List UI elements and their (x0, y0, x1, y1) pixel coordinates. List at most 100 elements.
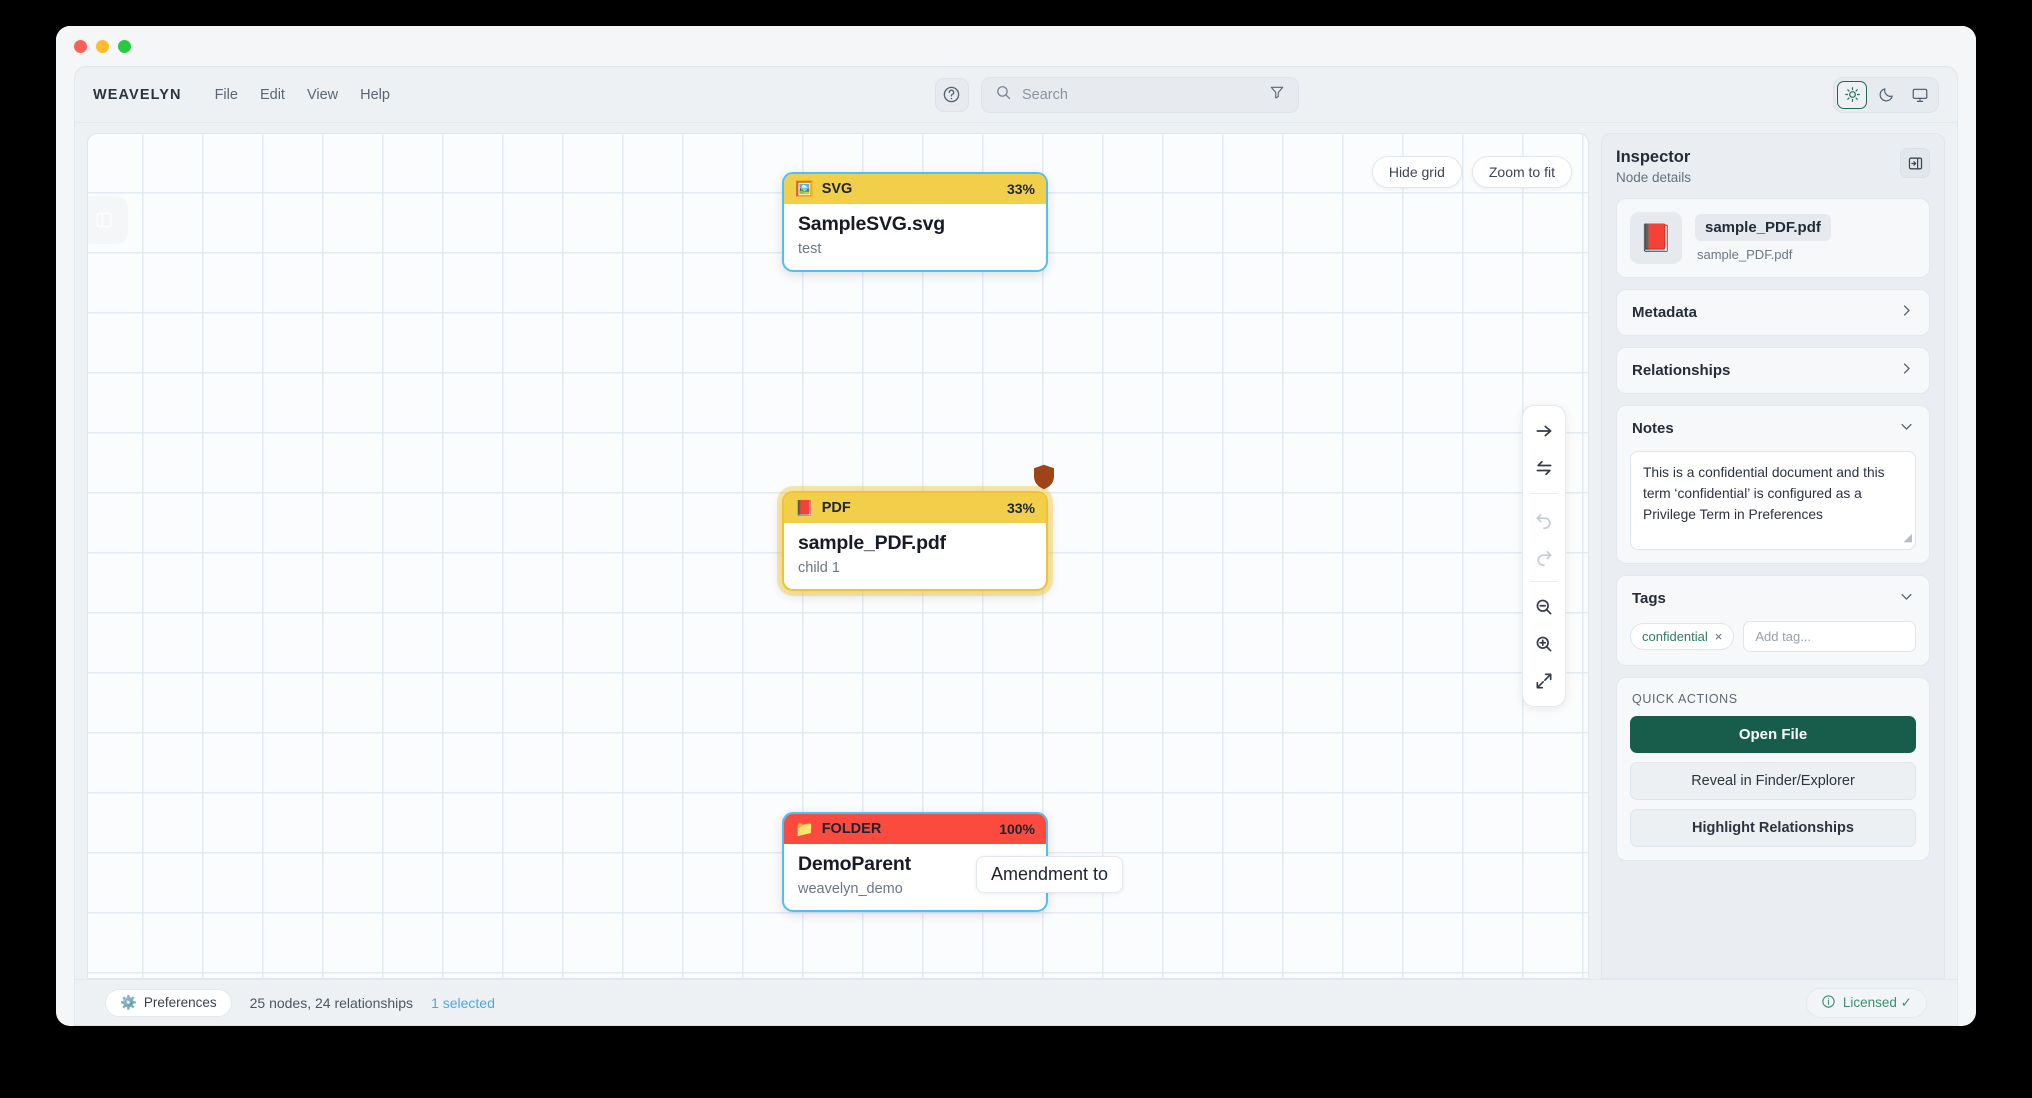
chevron-down-icon (1899, 589, 1914, 608)
fullscreen-icon[interactable] (1527, 664, 1561, 698)
add-tag-input[interactable]: Add tag... (1743, 621, 1916, 652)
undo-icon[interactable] (1527, 502, 1561, 536)
gear-icon: ⚙️ (120, 994, 137, 1010)
folder-icon: 📁 (795, 820, 814, 838)
graph-canvas[interactable]: Hide grid Zoom to fit 🖼️ SVG 33% SampleS… (87, 133, 1589, 979)
app-body: Hide grid Zoom to fit 🖼️ SVG 33% SampleS… (75, 123, 1957, 979)
license-badge[interactable]: Licensed ✓ (1805, 987, 1927, 1018)
node-type-label: PDF (821, 500, 851, 516)
remove-tag-icon[interactable]: × (1714, 629, 1723, 644)
resize-handle-icon[interactable]: ◢ (1903, 532, 1912, 545)
redo-icon[interactable] (1527, 539, 1561, 573)
node-header: 📁 FOLDER 100% (784, 814, 1046, 844)
menu-file[interactable]: File (214, 86, 238, 103)
window-close-button[interactable] (74, 39, 87, 53)
graph-node-pdf[interactable]: 📕 PDF 33% sample_PDF.pdf child 1 (782, 491, 1048, 591)
menu-view[interactable]: View (306, 86, 339, 103)
tool-separator (1531, 493, 1557, 494)
privilege-shield-icon[interactable] (1033, 464, 1055, 490)
reveal-in-finder-button[interactable]: Reveal in Finder/Explorer (1630, 762, 1916, 800)
open-file-button[interactable]: Open File (1630, 716, 1916, 753)
quick-actions-card: QUICK ACTIONS Open File Reveal in Finder… (1616, 677, 1930, 861)
node-percent: 33% (1006, 500, 1035, 516)
tool-separator (1531, 581, 1557, 582)
node-body: SampleSVG.svg test (784, 204, 1046, 270)
section-label: Notes (1632, 420, 1674, 437)
app-shell: WEAVELYN File Edit View Help (74, 66, 1958, 1026)
graph-node-folder[interactable]: 📁 FOLDER 100% DemoParent weavelyn_demo (782, 812, 1048, 912)
section-header[interactable]: Metadata (1617, 290, 1929, 335)
chevron-right-icon (1899, 303, 1914, 322)
node-subtitle: weavelyn_demo (798, 881, 903, 897)
section-label: Metadata (1632, 304, 1698, 321)
canvas-panel-toggle[interactable] (88, 196, 128, 244)
toolbar-center-group: Search (401, 76, 1833, 113)
license-label: Licensed ✓ (1842, 994, 1912, 1010)
node-body: sample_PDF.pdf child 1 (784, 523, 1046, 589)
inspector-subtitle: Node details (1616, 170, 1692, 185)
preferences-label: Preferences (143, 995, 217, 1010)
search-icon (995, 84, 1012, 106)
pdf-file-icon: 📕 (1630, 212, 1682, 264)
node-type-label: FOLDER (821, 821, 882, 837)
node-subtitle: test (798, 241, 822, 257)
section-relationships[interactable]: Relationships (1616, 347, 1930, 394)
highlight-relationships-button[interactable]: Highlight Relationships (1630, 809, 1916, 847)
selection-count: 1 selected (431, 994, 495, 1011)
graph-counts: 25 nodes, 24 relationships (249, 994, 414, 1011)
edge-label-amendment[interactable]: Amendment to (976, 856, 1124, 893)
graph-node-svg[interactable]: 🖼️ SVG 33% SampleSVG.svg test (782, 172, 1048, 272)
tag-chip-confidential[interactable]: confidential × (1630, 623, 1735, 650)
image-file-icon: 🖼️ (795, 180, 814, 198)
node-percent: 100% (999, 821, 1035, 837)
canvas-top-buttons: Hide grid Zoom to fit (1371, 156, 1572, 188)
node-percent: 33% (1006, 181, 1035, 197)
swap-direction-icon[interactable] (1527, 451, 1561, 485)
tags-row: confidential × Add tag... (1617, 621, 1929, 665)
inspector-panel: Inspector Node details 📕 sample_PDF.pdf (1601, 133, 1945, 979)
node-preview: 📕 sample_PDF.pdf sample_PDF.pdf (1617, 199, 1929, 277)
theme-light-button[interactable] (1837, 80, 1867, 109)
direction-arrow-icon[interactable] (1527, 414, 1561, 448)
node-type-label: SVG (821, 181, 853, 197)
collapse-panel-icon[interactable] (1900, 148, 1930, 178)
zoom-out-icon[interactable] (1527, 590, 1561, 624)
section-notes: Notes This is a confidential document an… (1616, 405, 1930, 564)
menu-edit[interactable]: Edit (259, 86, 285, 103)
node-title: sample_PDF.pdf (798, 532, 946, 554)
status-bar: ⚙️ Preferences 25 nodes, 24 relationship… (75, 979, 1957, 1025)
zoom-to-fit-button[interactable]: Zoom to fit (1471, 156, 1572, 188)
search-placeholder: Search (1021, 86, 1068, 103)
search-input[interactable]: Search (980, 76, 1299, 113)
section-header[interactable]: Tags (1617, 576, 1929, 621)
notes-textarea[interactable]: This is a confidential document and this… (1630, 451, 1916, 550)
section-tags: Tags confidential × Add tag... (1616, 575, 1930, 666)
theme-system-button[interactable] (1905, 81, 1935, 109)
chevron-right-icon (1899, 361, 1914, 380)
theme-dark-button[interactable] (1871, 81, 1901, 109)
zoom-in-icon[interactable] (1527, 627, 1561, 661)
preferences-button[interactable]: ⚙️ Preferences (105, 988, 232, 1017)
edge-layer (88, 134, 388, 284)
inspector-title: Inspector (1616, 148, 1691, 166)
node-subtitle: child 1 (798, 560, 840, 576)
section-metadata[interactable]: Metadata (1616, 289, 1930, 336)
pdf-file-icon: 📕 (795, 499, 814, 517)
preview-node-path: sample_PDF.pdf (1697, 247, 1793, 262)
app-toolbar: WEAVELYN File Edit View Help (75, 67, 1957, 123)
quick-actions-label: QUICK ACTIONS (1632, 692, 1738, 706)
canvas-tool-rail (1522, 405, 1566, 707)
node-title: DemoParent (798, 853, 911, 875)
inspector-header: Inspector Node details (1616, 148, 1930, 185)
section-header[interactable]: Relationships (1617, 348, 1929, 393)
section-header[interactable]: Notes (1617, 406, 1929, 451)
window-minimize-button[interactable] (96, 39, 109, 53)
node-header: 🖼️ SVG 33% (784, 174, 1046, 204)
hide-grid-button[interactable]: Hide grid (1371, 156, 1462, 188)
help-button[interactable] (934, 77, 969, 112)
node-preview-card[interactable]: 📕 sample_PDF.pdf sample_PDF.pdf (1616, 198, 1930, 278)
menu-help[interactable]: Help (360, 86, 390, 103)
window-maximize-button[interactable] (118, 39, 131, 53)
node-header: 📕 PDF 33% (784, 493, 1046, 523)
filter-icon[interactable] (1269, 84, 1285, 105)
